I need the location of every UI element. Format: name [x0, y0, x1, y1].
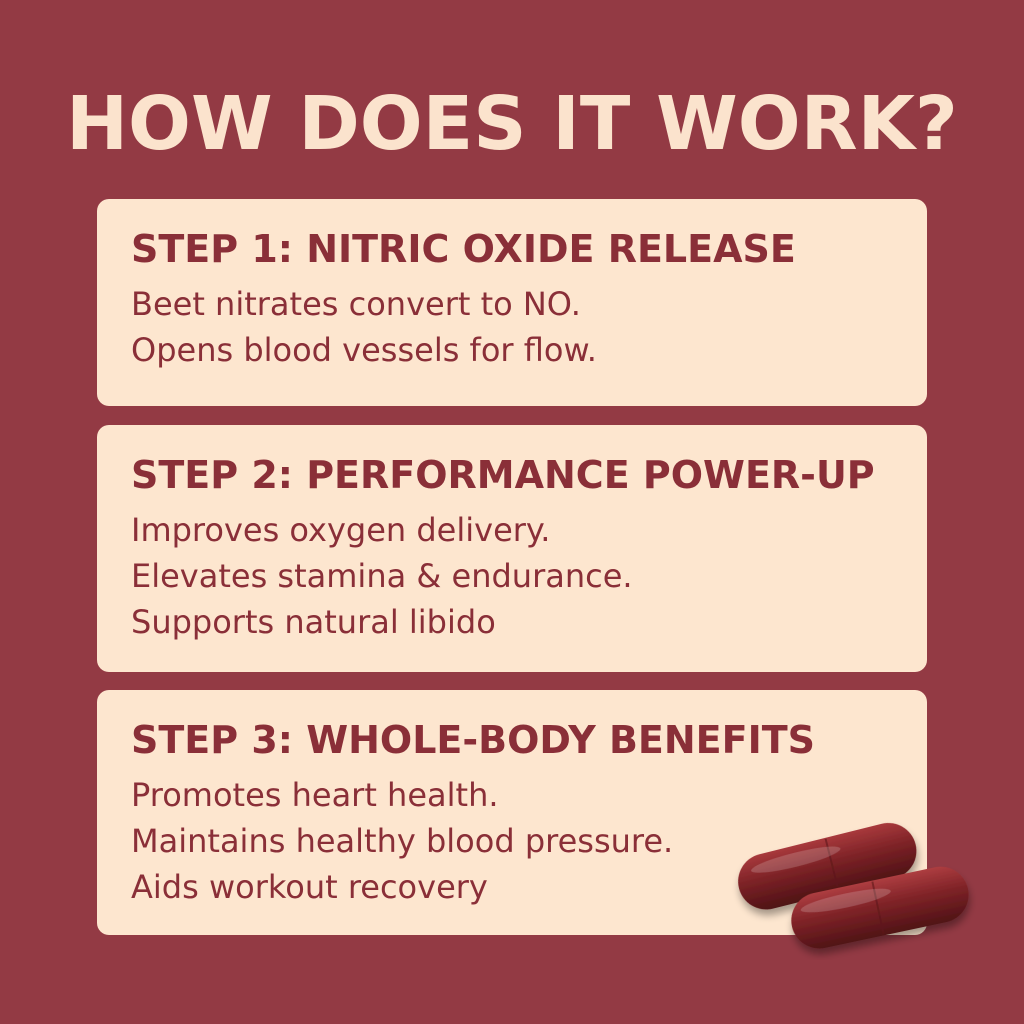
step-1-title: STEP 1: NITRIC OXIDE RELEASE — [131, 227, 796, 271]
step-2-line-3: Supports natural libido — [131, 603, 496, 641]
step-3-lines: Promotes heart health. Maintains healthy… — [131, 772, 927, 910]
step-3-line-3: Aids workout recovery — [131, 868, 488, 906]
capsule-pills-icon — [738, 822, 969, 949]
step-1-line-2: Opens blood vessels for flow. — [131, 331, 597, 369]
step-2-line-1: Improves oxygen delivery. — [131, 511, 551, 549]
step-card-3: STEP 3: WHOLE-BODY BENEFITS Promotes hea… — [97, 690, 927, 935]
page-title: HOW DOES IT WORK? — [66, 81, 958, 167]
step-3-line-1: Promotes heart health. — [131, 776, 499, 814]
step-3-line-2: Maintains healthy blood pressure. — [131, 822, 674, 860]
step-1-lines: Beet nitrates convert to NO. Opens blood… — [131, 281, 927, 373]
step-2-lines: Improves oxygen delivery. Elevates stami… — [131, 507, 927, 645]
step-2-line-2: Elevates stamina & endurance. — [131, 557, 633, 595]
step-2-title: STEP 2: PERFORMANCE POWER-UP — [131, 453, 875, 497]
step-card-2: STEP 2: PERFORMANCE POWER-UP Improves ox… — [97, 425, 927, 672]
step-3-title: STEP 3: WHOLE-BODY BENEFITS — [131, 718, 816, 762]
step-1-line-1: Beet nitrates convert to NO. — [131, 285, 581, 323]
step-card-1: STEP 1: NITRIC OXIDE RELEASE Beet nitrat… — [97, 199, 927, 406]
